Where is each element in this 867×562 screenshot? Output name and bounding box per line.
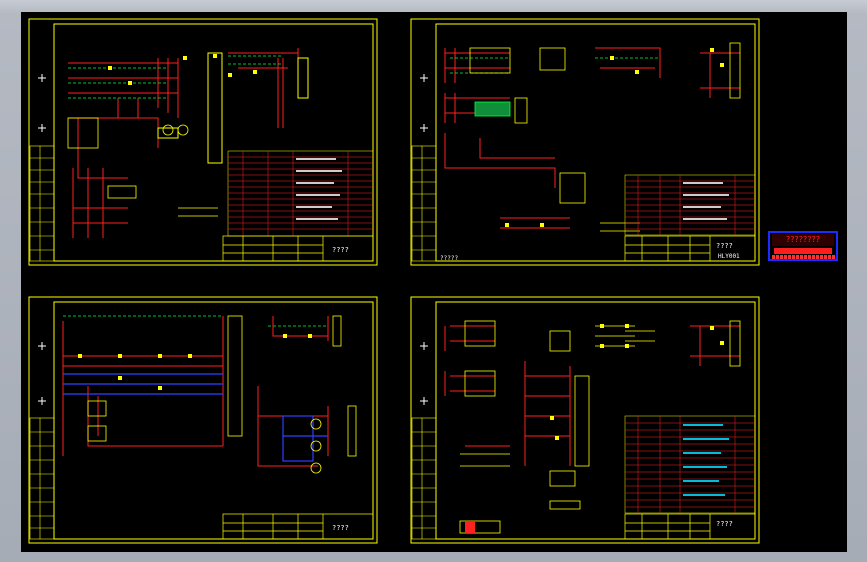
drawing-number: HLY001 (718, 253, 740, 260)
stamp-fine-print (772, 255, 836, 259)
stamp-text: ???????? (772, 234, 834, 246)
drawing-sheet-bottom-right[interactable]: ???? (410, 296, 760, 544)
cad-viewport[interactable]: ???? (21, 12, 847, 552)
drawing-sheet-top-right[interactable]: ???? HLY001 ????? (410, 18, 760, 266)
drawing-sheet-bottom-left[interactable]: ???? (28, 296, 378, 544)
drawing-sheet-top-left[interactable]: ???? (28, 18, 378, 266)
title-block-text: ???? (716, 520, 733, 528)
sheet-note: ????? (440, 255, 458, 262)
title-block-text: ???? (716, 242, 733, 250)
library-stamp: ???????? (768, 231, 838, 261)
title-block-text: ???? (332, 246, 349, 254)
title-block-text: ???? (332, 524, 349, 532)
stamp-bar (774, 248, 832, 254)
